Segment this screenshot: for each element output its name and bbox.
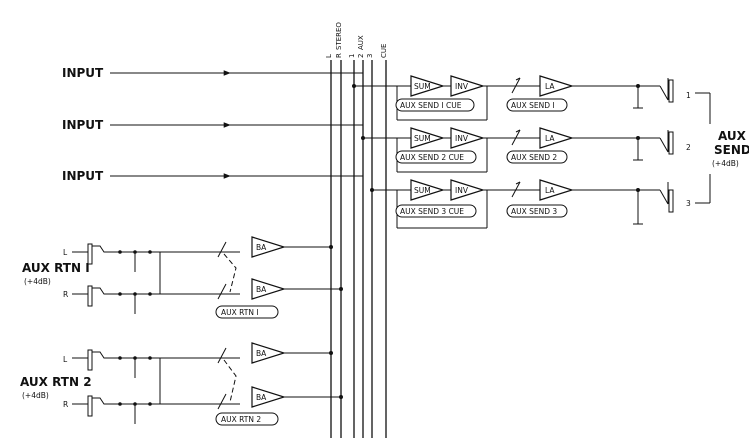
inv-label-1: INV [455, 82, 469, 91]
ba-amp-1a [251, 236, 287, 258]
la-amp-3 [539, 179, 575, 201]
bus-label-group: L STEREO R 1 2 AUX 3 CUE [325, 22, 388, 58]
aux-send-group: AUX SEND (+4dB) [695, 92, 749, 204]
bus-label-l: L [325, 54, 333, 58]
aux-send-cue-pill-3 [395, 204, 477, 218]
aux-send-jack-1 [668, 79, 674, 103]
input-lines: INPUT INPUT INPUT [62, 66, 363, 183]
aux-send-cue-pill-1 [395, 98, 475, 112]
aux-send-level: (+4dB) [712, 159, 739, 168]
ba-amp-2b [251, 386, 287, 408]
ba-label-1b: BA [256, 285, 267, 294]
aux-rtn-pill-1 [215, 305, 279, 319]
aux-send-pill-2 [506, 150, 568, 164]
aux-rtn-level-2: (+4dB) [22, 391, 49, 400]
aux-send-pill-1 [506, 98, 568, 112]
aux-rtn-jack-1r [87, 285, 93, 307]
aux-return-2: AUX RTN 2 (+4dB) L R BA BA AUX RTN 2 [20, 342, 343, 426]
input-label-1: INPUT [62, 66, 104, 80]
inv-label-3: INV [455, 186, 469, 195]
aux-send-cue-pill-2 [395, 150, 477, 164]
aux-send-label-2: AUX SEND 2 [511, 153, 557, 162]
ba-label-2b: BA [256, 393, 267, 402]
ba-label-2a: BA [256, 349, 267, 358]
aux-rtn-title-1: AUX RTN I [22, 261, 90, 275]
sum-amp-3 [410, 179, 446, 201]
aux-send-label-3: AUX SEND 3 [511, 207, 557, 216]
bus-label-1: 1 [348, 54, 356, 58]
aux-send-channel-3: SUM INV LA 3 AUX SEND 3 CUE AUX SEND 3 [370, 179, 691, 229]
la-label-1: LA [545, 82, 555, 91]
aux-rtn-level-1: (+4dB) [24, 277, 51, 286]
aux-rtn-jack-2l [87, 349, 93, 371]
sum-amp-2 [410, 127, 446, 149]
aux-send-cue-label-2: AUX SEND 2 CUE [400, 153, 464, 162]
bus-label-r: R [335, 53, 343, 58]
sum-label-1: SUM [414, 82, 431, 91]
aux-rtn-pill-2 [215, 412, 279, 426]
sum-label-2: SUM [414, 134, 431, 143]
inv-label-2: INV [455, 134, 469, 143]
aux-rtn-right-1: R [63, 290, 68, 299]
aux-send-title-2: SEND [714, 143, 749, 157]
bus-label-stereo: STEREO [335, 22, 343, 50]
aux-return-1: AUX RTN I (+4dB) L R BA BA AUX RTN I [22, 236, 343, 319]
ba-amp-2a [251, 342, 287, 364]
aux-send-channel-2: SUM INV LA 2 AUX SEND 2 CUE AUX SEND 2 [361, 127, 691, 173]
la-label-2: LA [545, 134, 555, 143]
inv-amp-1 [450, 75, 486, 97]
la-label-3: LA [545, 186, 555, 195]
aux-send-pill-3 [506, 204, 568, 218]
aux-rtn-left-2: L [63, 355, 68, 364]
la-amp-1 [539, 75, 575, 97]
aux-send-jack-2 [668, 131, 674, 155]
aux-rtn-jack-1l [87, 243, 93, 265]
aux-send-title-1: AUX [718, 129, 747, 143]
aux-send-cue-label-3: AUX SEND 3 CUE [400, 207, 464, 216]
inv-amp-3 [450, 179, 486, 201]
aux-send-label-1: AUX SEND I [511, 101, 555, 110]
aux-rtn-right-2: R [63, 400, 68, 409]
ba-label-1a: BA [256, 243, 267, 252]
jack-label-2: 2 [686, 143, 691, 152]
input-label-2: INPUT [62, 118, 104, 132]
la-amp-2 [539, 127, 575, 149]
jack-label-1: 1 [686, 91, 691, 100]
aux-rtn-label-1: AUX RTN I [221, 308, 259, 317]
aux-rtn-label-2: AUX RTN 2 [221, 415, 261, 424]
input-label-3: INPUT [62, 169, 104, 183]
aux-rtn-title-2: AUX RTN 2 [20, 375, 92, 389]
aux-rtn-left-1: L [63, 248, 68, 257]
ba-amp-1b [251, 278, 287, 300]
bus-label-aux: AUX [357, 35, 365, 50]
inv-amp-2 [450, 127, 486, 149]
sum-label-3: SUM [414, 186, 431, 195]
aux-rtn-jack-2r [87, 395, 93, 417]
aux-send-channel-1: SUM INV LA 1 AUX SEND I CUE AUX SEND I [352, 75, 691, 121]
jack-label-3: 3 [686, 199, 691, 208]
aux-send-jack-3 [668, 189, 674, 213]
bus-label-3: 3 [366, 54, 374, 58]
bus-label-2: 2 [357, 54, 365, 58]
bus-lines [330, 60, 387, 438]
aux-send-cue-label-1: AUX SEND I CUE [400, 101, 462, 110]
sum-amp-1 [410, 75, 446, 97]
bus-label-cue: CUE [380, 44, 388, 58]
